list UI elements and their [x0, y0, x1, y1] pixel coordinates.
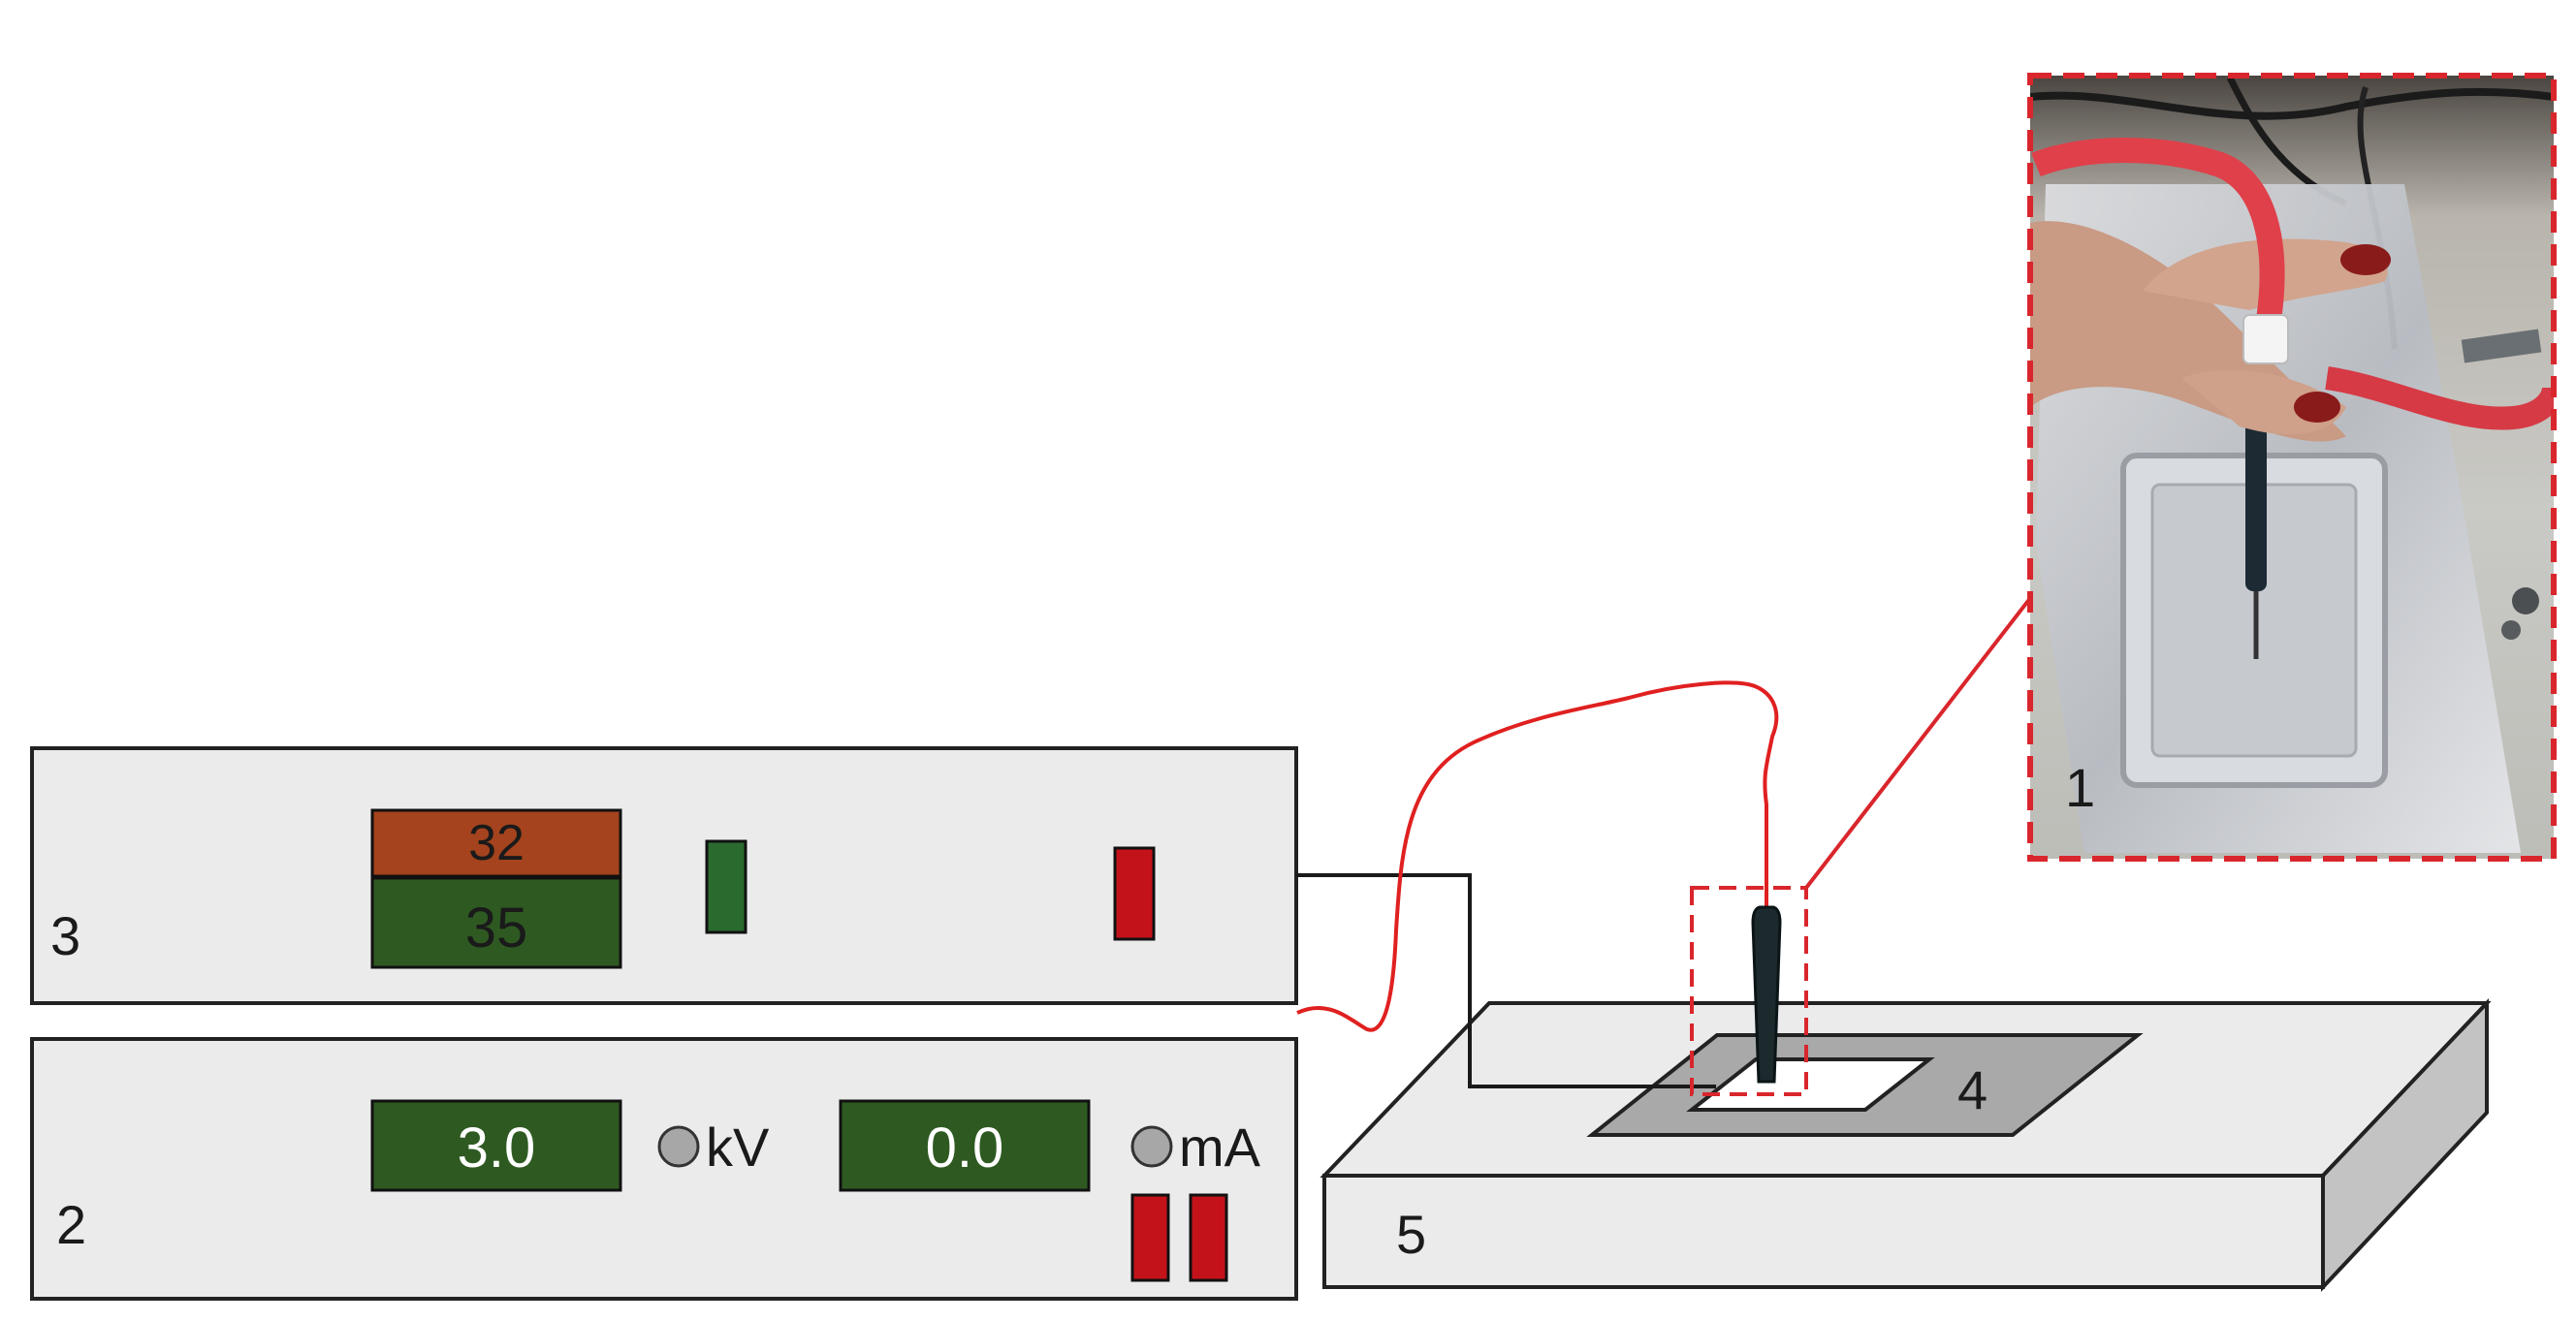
controller-display-top-value: 32: [468, 815, 525, 871]
power-supply-panel: [30, 1037, 1298, 1301]
callout-box: [1690, 886, 1808, 1096]
voltage-display: [370, 1099, 622, 1192]
green-indicator: [705, 839, 747, 934]
label-photo: 1: [2065, 757, 2095, 818]
label-controller-unit: 3: [50, 905, 80, 966]
red-indicator: [1113, 846, 1156, 941]
controller-unit: 32 35 3: [30, 746, 1298, 1005]
red-switch-left: [1130, 1193, 1170, 1282]
controller-display-bottom: [370, 876, 622, 969]
ma-indicator-icon: [1130, 1125, 1173, 1168]
ground-wire: [1296, 873, 1716, 1088]
electrode-handle: [1751, 905, 1782, 1084]
photo-inset: 1: [2027, 73, 2557, 862]
current-unit: mA: [1179, 1117, 1261, 1178]
voltage-reading: 3.0: [458, 1117, 536, 1180]
platform-front: [1322, 1174, 2325, 1289]
high-voltage-wire: [1296, 680, 1779, 1032]
controller-panel: [30, 746, 1298, 1005]
label-platform: 5: [1396, 1204, 1426, 1265]
photo-content: [2030, 76, 2554, 859]
collector-plate-window: [1686, 1057, 1935, 1112]
current-display: [839, 1099, 1091, 1192]
red-switch-right: [1189, 1193, 1228, 1282]
controller-display-top: [370, 808, 622, 878]
electrode-probe-icon: [1751, 905, 1782, 1084]
voltage-unit: kV: [706, 1117, 770, 1178]
collector-plate: 4: [1586, 1033, 2144, 1137]
photo-inset-frame: [2027, 73, 2557, 862]
kv-indicator-icon: [657, 1125, 700, 1168]
current-reading: 0.0: [926, 1117, 1004, 1180]
label-collector-plate: 4: [1957, 1059, 1988, 1120]
label-voltage-unit: 2: [56, 1194, 86, 1255]
power-supply-unit: 3.0 kV 0.0 mA 2: [30, 1037, 1298, 1301]
controller-display-bottom-value: 35: [465, 897, 528, 960]
